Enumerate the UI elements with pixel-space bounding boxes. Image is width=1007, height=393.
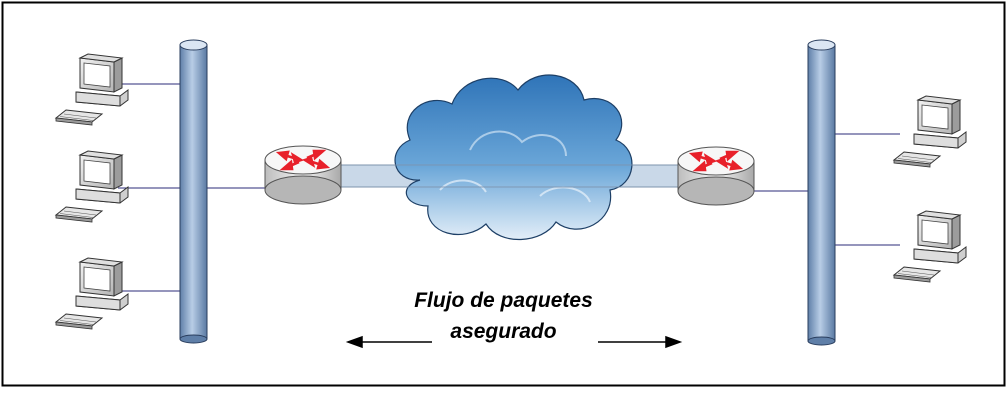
internet-cloud-icon [394, 74, 633, 241]
flow-arrows [345, 335, 683, 349]
tunnel-edges [336, 164, 686, 188]
left-backbone-bus [179, 39, 208, 344]
left-router-icon [263, 144, 343, 206]
right-links [754, 73, 900, 246]
caption-line-1: Flujo de paquetes [414, 289, 593, 312]
right-backbone-bus [807, 39, 836, 346]
caption-line-2: asegurado [450, 320, 557, 343]
right-router-icon [676, 145, 756, 207]
